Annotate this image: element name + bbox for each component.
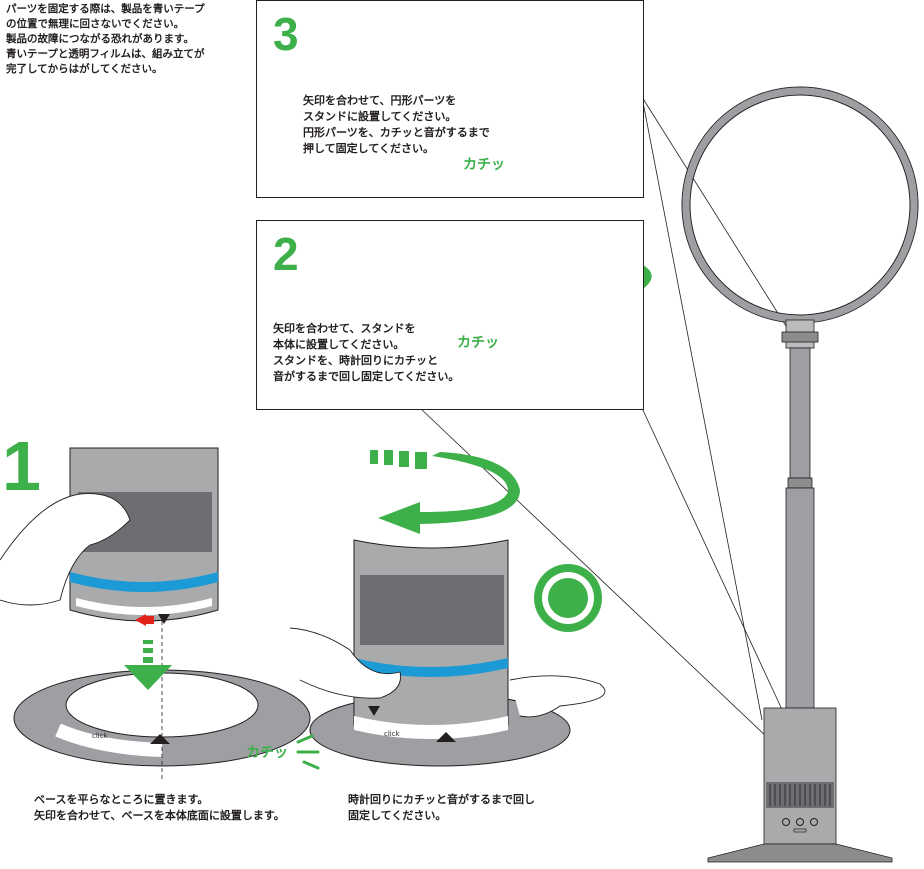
step2-line: 音がするまで回し固定してください。 xyxy=(273,370,460,383)
step2-line: スタンドを、時計回りにカチッと xyxy=(273,354,438,367)
step1-caption-right: 時計回りにカチッと音がするまで回し 固定してください。 xyxy=(348,792,535,824)
step3-line: スタンドに設置してください。 xyxy=(303,110,457,123)
caution-line: 青いテープと透明フィルムは、組み立てが xyxy=(6,48,205,60)
step3-instructions: 矢印を合わせて、円形パーツを スタンドに設置してください。 円形パーツを、カチッ… xyxy=(303,93,490,157)
step2-instructions: 矢印を合わせて、スタンドを 本体に設置してください。 スタンドを、時計回りにカチ… xyxy=(273,321,459,385)
step3-line: 押して固定してください。 xyxy=(303,142,435,155)
step3-panel: 3 矢印を合わせて、円形パーツを スタンドに設置してください。 円形パーツを、カ… xyxy=(256,0,644,198)
step3-number: 3 xyxy=(273,8,299,60)
step1-number: 1 xyxy=(2,427,41,505)
step3-line: 矢印を合わせて、円形パーツを xyxy=(303,94,457,107)
caution-line: 完了してからはがしてください。 xyxy=(6,63,163,75)
step2-number: 2 xyxy=(273,228,299,280)
caption-line: ベースを平らなところに置きます。 xyxy=(34,793,209,806)
step2-sound-label: カチッ xyxy=(457,335,499,351)
step1-right-illustration: click xyxy=(289,450,606,770)
base-click-label-right: click xyxy=(384,730,401,738)
base-click-label: click xyxy=(92,732,109,740)
caption-line: 固定してください。 xyxy=(348,809,447,822)
step3-line: 円形パーツを、カチッと音がするまで xyxy=(303,126,490,139)
caution-note: パーツを固定する際は、製品を青いテープ の位置で無理に回さないでください。 製品… xyxy=(6,2,254,77)
caution-line: 製品の故障につながる恐れがあります。 xyxy=(6,33,194,45)
step1-caption-left: ベースを平らなところに置きます。 矢印を合わせて、ベースを本体底面に設置します。 xyxy=(34,792,285,824)
step1-left-illustration: click xyxy=(0,447,311,780)
step3-sound-label: カチッ xyxy=(463,157,505,173)
step2-line: 本体に設置してください。 xyxy=(273,338,405,351)
caution-line: の位置で無理に回さないでください。 xyxy=(6,18,185,30)
step1-sound-label: カチッ xyxy=(246,745,288,761)
caution-line: パーツを固定する際は、製品を青いテープ xyxy=(6,3,205,15)
fan-illustration xyxy=(681,86,919,863)
caption-line: 時計回りにカチッと音がするまで回し xyxy=(348,793,535,806)
step2-line: 矢印を合わせて、スタンドを xyxy=(273,322,416,335)
step2-panel: 2 矢印を合わせて、スタンドを 本体に設置してください。 スタンドを、時計回りに… xyxy=(256,220,644,410)
caption-line: 矢印を合わせて、ベースを本体底面に設置します。 xyxy=(34,809,285,822)
